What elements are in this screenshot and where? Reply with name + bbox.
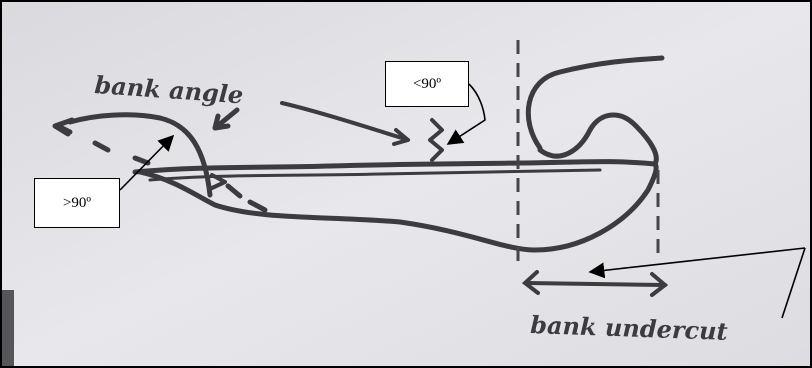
angle-greater-than-90-callout: >90º: [34, 178, 120, 228]
callout-text: <90º: [413, 76, 441, 92]
dark-left-edge: [2, 290, 14, 366]
callout-text: >90º: [63, 195, 91, 211]
undercut-span-line: [527, 283, 665, 285]
angle-less-than-90-callout: <90º: [385, 61, 469, 107]
